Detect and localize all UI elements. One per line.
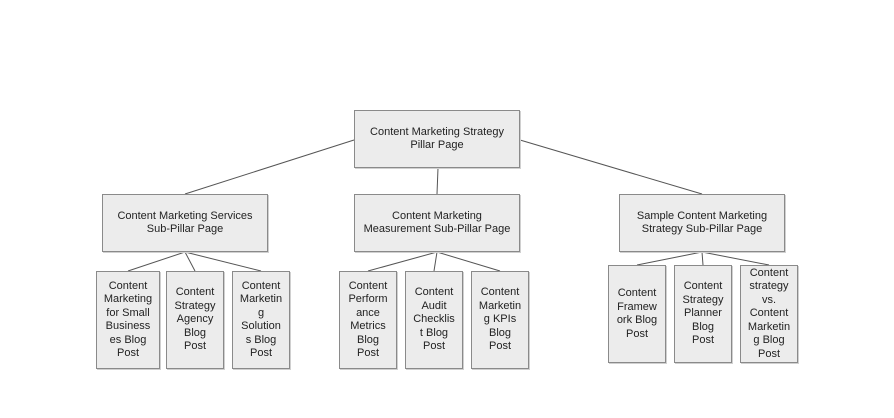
blog-post-node-m3-label: Content Marketin g KPIs Blog Post [478, 286, 522, 353]
sub-pillar-node-measurement-label: Content Marketing Measurement Sub-Pillar… [363, 209, 511, 236]
link-root-measurement [436, 167, 439, 195]
blog-post-node-p2-label: Content Strategy Planner Blog Post [682, 280, 724, 347]
sub-pillar-node-sample-label: Sample Content Marketing Strategy Sub-Pi… [636, 209, 768, 236]
link-measurement-m2 [433, 251, 438, 272]
blog-post-node-m1: Content Perform ance Metrics Blog Post [339, 271, 397, 369]
sub-pillar-node-measurement: Content Marketing Measurement Sub-Pillar… [354, 194, 520, 252]
link-sample-p3 [701, 251, 770, 266]
blog-post-node-p3: Content strategy vs. Content Marketin g … [740, 265, 798, 363]
blog-post-node-p3-label: Content strategy vs. Content Marketin g … [747, 266, 791, 360]
blog-post-node-p2: Content Strategy Planner Blog Post [674, 265, 732, 363]
blog-post-node-m2-label: Content Audit Checklis t Blog Post [413, 286, 455, 353]
link-services-s3 [184, 251, 262, 272]
link-sample-p1 [636, 251, 703, 266]
blog-post-node-p1: Content Framew ork Blog Post [608, 265, 666, 363]
blog-post-node-s2-label: Content Strategy Agency Blog Post [174, 286, 216, 353]
link-measurement-m3 [436, 251, 501, 272]
blog-post-node-s3: Content Marketin g Solution s Blog Post [232, 271, 290, 369]
link-measurement-m1 [367, 251, 438, 272]
blog-post-node-m1-label: Content Perform ance Metrics Blog Post [348, 279, 388, 360]
sub-pillar-node-services: Content Marketing Services Sub-Pillar Pa… [102, 194, 268, 252]
link-services-s1 [127, 251, 186, 272]
link-services-s2 [184, 251, 196, 272]
blog-post-node-p1-label: Content Framew ork Blog Post [616, 287, 658, 340]
blog-post-node-s2: Content Strategy Agency Blog Post [166, 271, 224, 369]
blog-post-node-s3-label: Content Marketin g Solution s Blog Post [239, 279, 283, 360]
link-root-services [184, 139, 355, 195]
blog-post-node-m2: Content Audit Checklis t Blog Post [405, 271, 463, 369]
link-sample-p2 [701, 251, 704, 266]
sub-pillar-node-services-label: Content Marketing Services Sub-Pillar Pa… [117, 209, 253, 236]
pillar-page-node-label: Content Marketing Strategy Pillar Page [370, 125, 504, 152]
blog-post-node-s1: Content Marketing for Small Business es … [96, 271, 160, 369]
sub-pillar-node-sample: Sample Content Marketing Strategy Sub-Pi… [619, 194, 785, 252]
link-root-sample [519, 139, 703, 195]
pillar-page-node: Content Marketing Strategy Pillar Page [354, 110, 520, 168]
blog-post-node-s1-label: Content Marketing for Small Business es … [103, 279, 153, 360]
blog-post-node-m3: Content Marketin g KPIs Blog Post [471, 271, 529, 369]
